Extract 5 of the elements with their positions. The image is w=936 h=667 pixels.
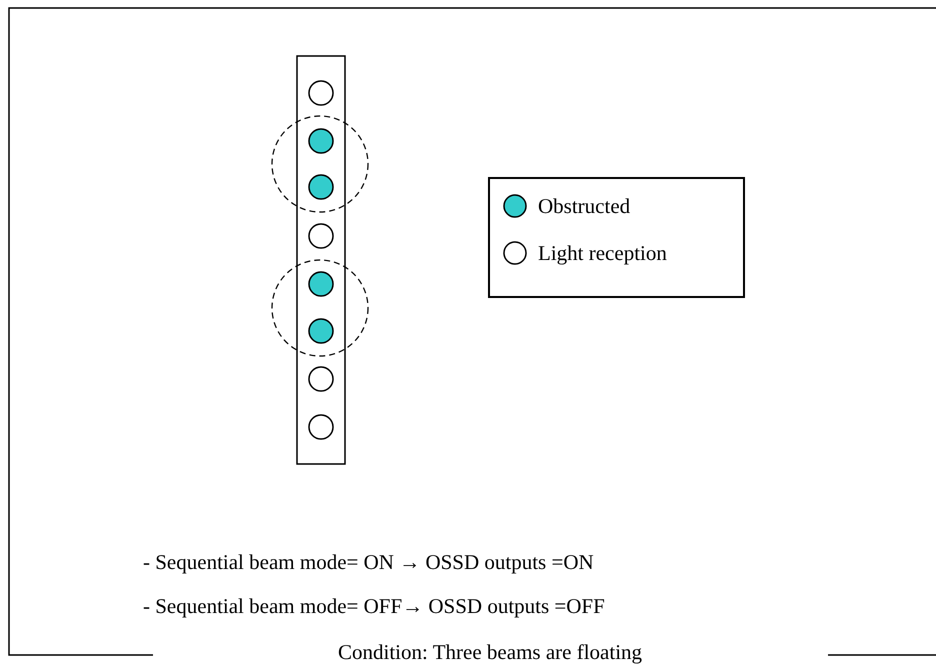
caption: Condition: Three beams are floating bbox=[338, 640, 642, 665]
legend-label: Light reception bbox=[538, 240, 667, 266]
note-text: - Sequential beam mode= OFF→ OSSD outputs =OFF bbox=[143, 594, 605, 619]
legend-label: Obstructed bbox=[538, 194, 630, 218]
note-text: - Sequential beam mode= ON → OSSD outputs =ON bbox=[143, 550, 594, 575]
